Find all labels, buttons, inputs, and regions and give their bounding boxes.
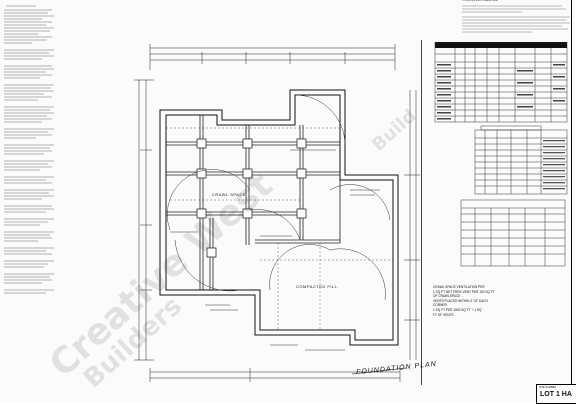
copyright-lines (462, 5, 570, 33)
schedule-tables (434, 42, 568, 267)
sheet-border (571, 0, 572, 402)
lot-title: LOT 1 HA (540, 391, 572, 398)
sheet-label: SITE NUMBER (539, 386, 557, 389)
plan-title-underline (351, 367, 407, 375)
vent-note-line: CORNER (433, 303, 447, 308)
vent-note-line: OF CRAWLSPACE (433, 294, 461, 299)
title-block: SITE NUMBER LOT 1 HA (536, 384, 576, 404)
general-notes-column (2, 0, 62, 300)
schedule-area (431, 42, 571, 342)
vent-note-line: 1 SQ FT PER 1500 SQ FT + 1 SQ (433, 307, 482, 312)
compacted-fill-label: COMPACTED FILL (296, 284, 338, 289)
crawl-space-label: CRAWL SPACE (212, 192, 247, 197)
vent-note-line: VENTS PLACED WITHIN 3' OF EACH (433, 298, 488, 303)
copyright-block: © Copyright 2021 Creative West (462, 0, 574, 36)
vent-note: CRAWL SPACE VENTILATION PER 1 SQ FT NET … (433, 285, 533, 317)
vent-note-line: FT OF VENTS (433, 312, 454, 317)
vent-note-line: CRAWL SPACE VENTILATION PER (433, 285, 485, 289)
title-sheet-divider (421, 40, 572, 385)
general-notes-lines (4, 5, 54, 294)
copyright-line: © Copyright 2021 Creative West (462, 0, 498, 2)
vent-note-line: 1 SQ FT NET FREE VENT PER 150 SQ FT (433, 289, 495, 294)
